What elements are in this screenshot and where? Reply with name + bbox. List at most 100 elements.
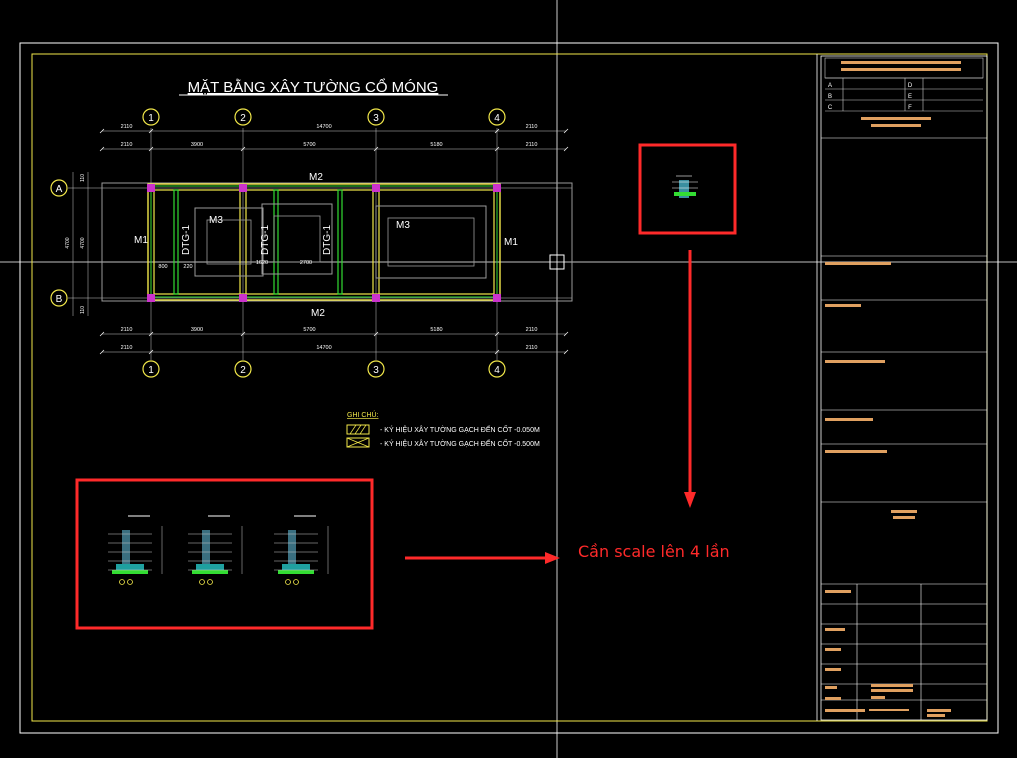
legend-swatch-crosshatched xyxy=(346,437,370,448)
dim-top-overall-tick xyxy=(148,128,154,134)
sheet-field xyxy=(869,709,909,711)
wall-label: DTG-1 xyxy=(181,225,192,255)
beam-label-top: M2 xyxy=(309,172,323,183)
dim-bottom-overall-tick xyxy=(148,349,154,355)
sheet-number xyxy=(927,709,951,712)
inner-dim-text: 800 xyxy=(158,264,167,270)
signature-name xyxy=(871,696,885,699)
inner-dim-text: 1620 xyxy=(256,260,268,266)
dim-left-text: 110 xyxy=(80,174,86,182)
axis-bubble xyxy=(488,360,506,378)
highlight-box-small-detail[interactable] xyxy=(638,143,737,235)
annotation-arrow-right-head xyxy=(545,552,560,564)
dim-bottom-spans-text: 3900 xyxy=(191,327,203,333)
section-axis-bubble xyxy=(127,579,133,585)
legend-item-1: - KÝ HIỆU XÂY TƯỜNG GẠCH ĐẾN CỐT -0.050M xyxy=(380,424,540,434)
tiny-detail-footing xyxy=(674,192,696,196)
beam-label-left: M1 xyxy=(134,235,148,246)
dim-bottom-spans-tick xyxy=(373,331,379,337)
dim-bottom-overall-text: 14700 xyxy=(316,345,331,351)
legend-crosshatch-line xyxy=(346,437,370,448)
column-node xyxy=(239,294,247,302)
axis-number: 1 xyxy=(148,365,154,376)
dim-top-overall-tick xyxy=(563,128,569,134)
axis-bubble xyxy=(367,108,385,126)
wall-label: DTG-1 xyxy=(322,225,333,255)
dtg-wall xyxy=(337,189,343,295)
axis-number: 4 xyxy=(494,365,500,376)
legend-title: GHI CHÚ: xyxy=(347,410,379,419)
axis-number: 2 xyxy=(240,365,246,376)
axis-letter: B xyxy=(56,294,63,305)
footing-pad xyxy=(261,203,333,275)
tiny-detail-drawing[interactable] xyxy=(672,175,698,198)
axis-bubble xyxy=(367,360,385,378)
dim-top-spans-tick xyxy=(240,146,246,152)
revision-row-label: C xyxy=(828,105,833,111)
axis-number: 2 xyxy=(240,113,246,124)
dim-bottom-spans-text: 2110 xyxy=(526,327,538,333)
highlight-box-section-details[interactable] xyxy=(75,478,374,630)
section-axis-bubble xyxy=(285,579,291,585)
section-axis-bubble xyxy=(207,579,213,585)
wall-inner xyxy=(153,189,495,295)
footing-pad-inner xyxy=(206,219,252,265)
signature-label xyxy=(825,668,841,671)
inner-dim-text: 220 xyxy=(183,264,192,270)
title-block-frame xyxy=(820,55,988,721)
signature-label xyxy=(825,590,851,593)
axis-letter: A xyxy=(56,184,63,195)
footing-outline xyxy=(101,182,573,302)
dim-top-spans-tick xyxy=(373,146,379,152)
section-base xyxy=(278,570,314,574)
section-footing xyxy=(196,564,224,570)
room-label: M3 xyxy=(396,220,410,231)
dim-bottom-spans-tick xyxy=(148,331,154,337)
title-block-field xyxy=(825,418,873,421)
title-block-field xyxy=(825,304,861,307)
dim-top-spans-text: 2110 xyxy=(526,142,538,148)
axis-bubble xyxy=(234,360,252,378)
footing-pad-inner xyxy=(387,217,475,267)
section-wall xyxy=(122,530,130,570)
drawing-title: MẶT BẰNG XÂY TƯỜNG CỔ MÓNG xyxy=(188,78,439,96)
revision-row-label: F xyxy=(908,105,912,111)
wall-outer xyxy=(147,183,501,301)
room-label: M3 xyxy=(209,215,223,226)
revision-row-label: E xyxy=(908,94,912,100)
dtg-wall xyxy=(273,189,279,295)
dim-bottom-spans-tick xyxy=(240,331,246,337)
title-block-field xyxy=(893,516,915,519)
axis-bubble xyxy=(142,108,160,126)
title-block-field xyxy=(825,262,891,265)
tiny-detail-block xyxy=(679,180,689,198)
section-footing xyxy=(116,564,144,570)
legend-hatch-line xyxy=(354,424,362,435)
dim-bottom-overall-text: 2110 xyxy=(526,345,538,351)
dim-left-text: 110 xyxy=(80,306,86,314)
dim-bottom-overall-text: 2110 xyxy=(121,345,133,351)
axis-bubble xyxy=(142,360,160,378)
dim-top-overall-tick xyxy=(99,128,105,134)
section-axis-bubble xyxy=(293,579,299,585)
column-node xyxy=(372,294,380,302)
dim-bottom-spans-text: 5180 xyxy=(430,327,442,333)
axis-bubble xyxy=(50,289,68,307)
dim-top-spans-tick xyxy=(148,146,154,152)
axis-bubble xyxy=(234,108,252,126)
revision-header-text xyxy=(841,61,961,64)
axis-number: 1 xyxy=(148,113,154,124)
column-node xyxy=(493,184,501,192)
investor-name xyxy=(871,124,921,127)
section-details[interactable] xyxy=(108,515,329,585)
dim-bottom-overall-tick xyxy=(494,349,500,355)
dim-bottom-spans-text: 2110 xyxy=(121,327,133,333)
column-node xyxy=(493,294,501,302)
dim-left-text: 4700 xyxy=(65,237,71,248)
inner-frame xyxy=(31,53,988,722)
axis-bubble xyxy=(488,108,506,126)
legend-hatch-line xyxy=(359,424,367,435)
signature-label xyxy=(825,686,837,689)
